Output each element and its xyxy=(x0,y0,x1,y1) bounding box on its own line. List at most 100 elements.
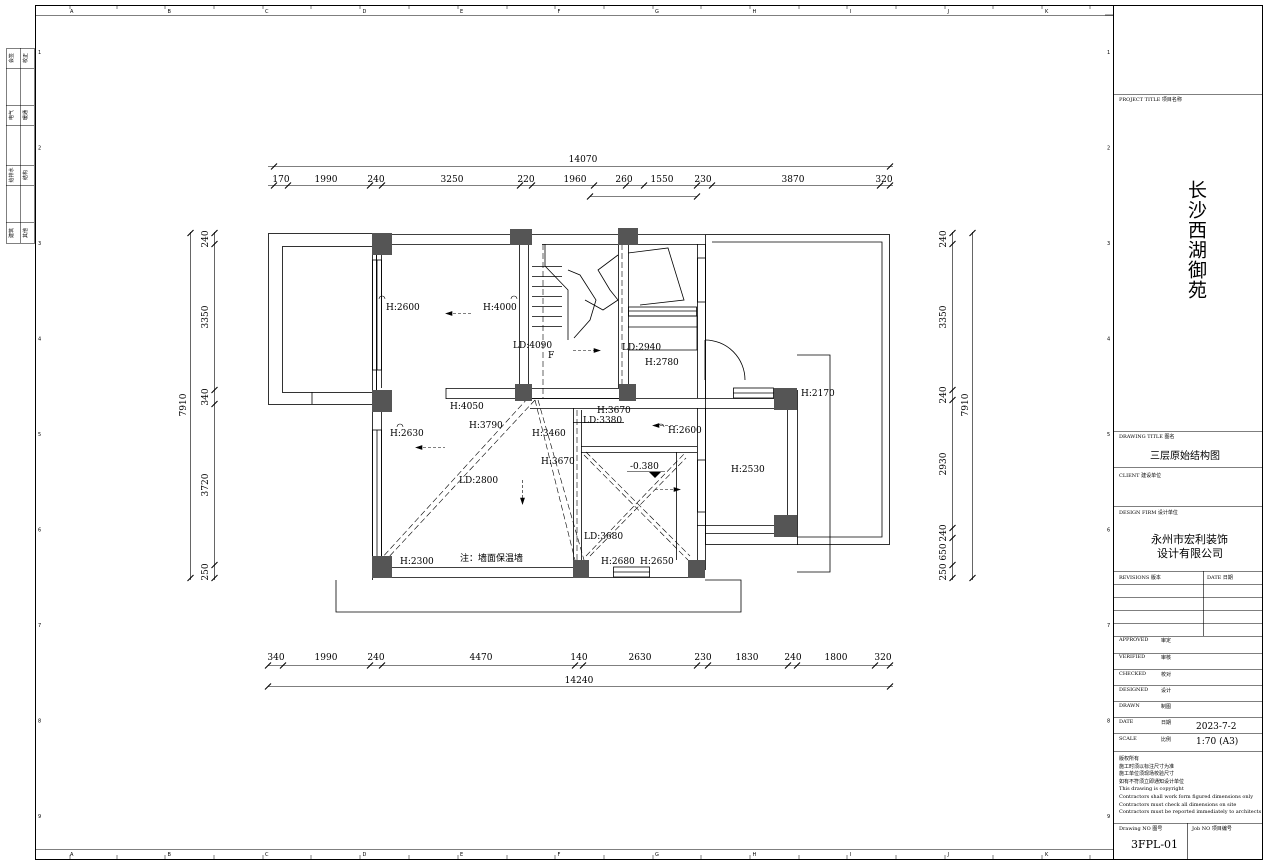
dimension-tick xyxy=(279,662,287,669)
dimension-ticks xyxy=(187,163,976,690)
dimension-tick xyxy=(378,182,386,189)
height-label: H:3670 xyxy=(541,457,575,467)
dimension-total: 7910 xyxy=(179,393,189,416)
dimension-tick xyxy=(886,662,894,669)
strip-label: 给排水 xyxy=(8,167,15,182)
grid-number-left: 3 xyxy=(38,241,41,247)
dimension-tick xyxy=(876,182,884,189)
dimension-tick xyxy=(949,524,956,532)
dimension-value: 3250 xyxy=(441,175,464,185)
grid-number-left: 4 xyxy=(38,337,41,343)
dimension-tick xyxy=(211,240,218,248)
dimension-tick xyxy=(211,400,218,408)
grid-letter-top: E xyxy=(460,9,463,15)
checked-cn: 校对 xyxy=(1161,672,1172,678)
dimension-tick xyxy=(969,229,976,237)
grid-letter-top: I xyxy=(850,9,851,15)
grid-letter-bottom: F xyxy=(558,852,561,858)
dimension-lines xyxy=(190,166,973,687)
grid-letter-top: K xyxy=(1045,9,1049,15)
strip-label: 暖通 xyxy=(22,110,29,120)
dimension-tick xyxy=(704,662,712,669)
drawing-title: 三层原始结构图 xyxy=(1150,451,1220,462)
height-label: H:3790 xyxy=(469,421,503,431)
dimension-tick xyxy=(571,662,579,669)
verified-cn: 审核 xyxy=(1161,655,1172,661)
grid-letter-bottom: G xyxy=(655,852,659,858)
strip-label: 建筑 xyxy=(8,228,15,238)
left-strip-labels: 会签校正电气暖通给排水结构建筑其他 xyxy=(8,53,29,238)
grid-number-left: 7 xyxy=(38,623,41,629)
grid-number-right: 5 xyxy=(1107,432,1110,438)
dimension-value: 140 xyxy=(570,653,587,663)
scale-label: SCALE xyxy=(1119,736,1137,742)
dimension-tick xyxy=(886,163,894,170)
revisions-label: REVISIONS 版本 xyxy=(1119,575,1161,581)
design-firm-label: DESIGN FIRM 设计单位 xyxy=(1119,510,1178,516)
dimension-value: 1990 xyxy=(315,653,338,663)
approved-cn: 审定 xyxy=(1161,638,1172,644)
dimension-value: 340 xyxy=(267,653,284,663)
grid-letter-top: F xyxy=(558,9,561,15)
dimension-tick xyxy=(949,396,956,404)
column xyxy=(372,556,392,578)
plan-outline xyxy=(268,233,890,613)
height-label: LD:3680 xyxy=(584,532,623,542)
dimension-tick xyxy=(886,182,894,189)
drawing-no-label: Drawing NO 图号 xyxy=(1119,826,1163,832)
height-label: H:2780 xyxy=(645,358,679,368)
dimension-tick xyxy=(949,574,956,582)
dimension-tick xyxy=(969,574,976,582)
column xyxy=(573,560,589,578)
dimension-tick xyxy=(871,662,879,669)
dimension-value: 3350 xyxy=(201,305,211,328)
approved-label: APPROVED xyxy=(1119,637,1149,643)
design-firm-line2: 设计有限公司 xyxy=(1157,547,1223,560)
grid-number-left: 1 xyxy=(38,50,41,56)
grid-letter-bottom: H xyxy=(753,852,757,858)
structural-columns xyxy=(372,228,797,578)
dimension-tick xyxy=(264,662,272,669)
dimension-value: 2630 xyxy=(629,653,652,663)
dimension-value: 250 xyxy=(939,563,949,580)
dimension-value: 1550 xyxy=(651,175,674,185)
client-label: CLIENT 建设单位 xyxy=(1119,473,1162,479)
scale-cn: 比例 xyxy=(1161,737,1172,743)
design-firm-line1: 永州市宏利装饰 xyxy=(1151,533,1228,546)
dimension-tick xyxy=(949,561,956,569)
grid-letter-top: J xyxy=(947,9,949,15)
dimension-value: 230 xyxy=(694,653,711,663)
dimension-tick xyxy=(693,193,701,200)
column xyxy=(618,228,638,245)
grid-number-right: 9 xyxy=(1107,814,1110,820)
dimension-value: 3720 xyxy=(201,473,211,496)
drawn-label: DRAWN xyxy=(1119,703,1140,709)
dimension-tick xyxy=(270,163,278,170)
dimension-tick xyxy=(586,193,594,200)
dimension-tick xyxy=(949,240,956,248)
column xyxy=(619,384,636,401)
dimension-value: 320 xyxy=(874,653,891,663)
dimension-tick xyxy=(211,561,218,569)
dimension-value: 240 xyxy=(939,230,949,247)
arc-marks xyxy=(378,295,665,428)
height-label: H:3460 xyxy=(532,429,566,439)
strip-label: 结构 xyxy=(22,170,29,180)
grid-letter-bottom: K xyxy=(1045,852,1049,858)
dimension-tick xyxy=(528,182,536,189)
height-labels: H:2600 H:4000 LD:4090 LD:2940 H:2780 H:2… xyxy=(386,303,835,567)
grid-letter-bottom: C xyxy=(265,852,269,858)
column xyxy=(372,390,392,412)
dimension-tick xyxy=(784,662,792,669)
grid-letter-top: D xyxy=(363,9,367,15)
grid-letter-bottom: A xyxy=(70,852,74,858)
grid-number-right: 7 xyxy=(1107,623,1110,629)
dimension-tick xyxy=(378,662,386,669)
scale-value: 1:70 (A3) xyxy=(1196,737,1239,747)
dimension-value: 220 xyxy=(517,175,534,185)
dimension-value: 650 xyxy=(939,543,949,560)
dimension-value: 240 xyxy=(939,386,949,403)
project-title-label: PROJECT TITLE 项目名称 xyxy=(1119,97,1182,103)
